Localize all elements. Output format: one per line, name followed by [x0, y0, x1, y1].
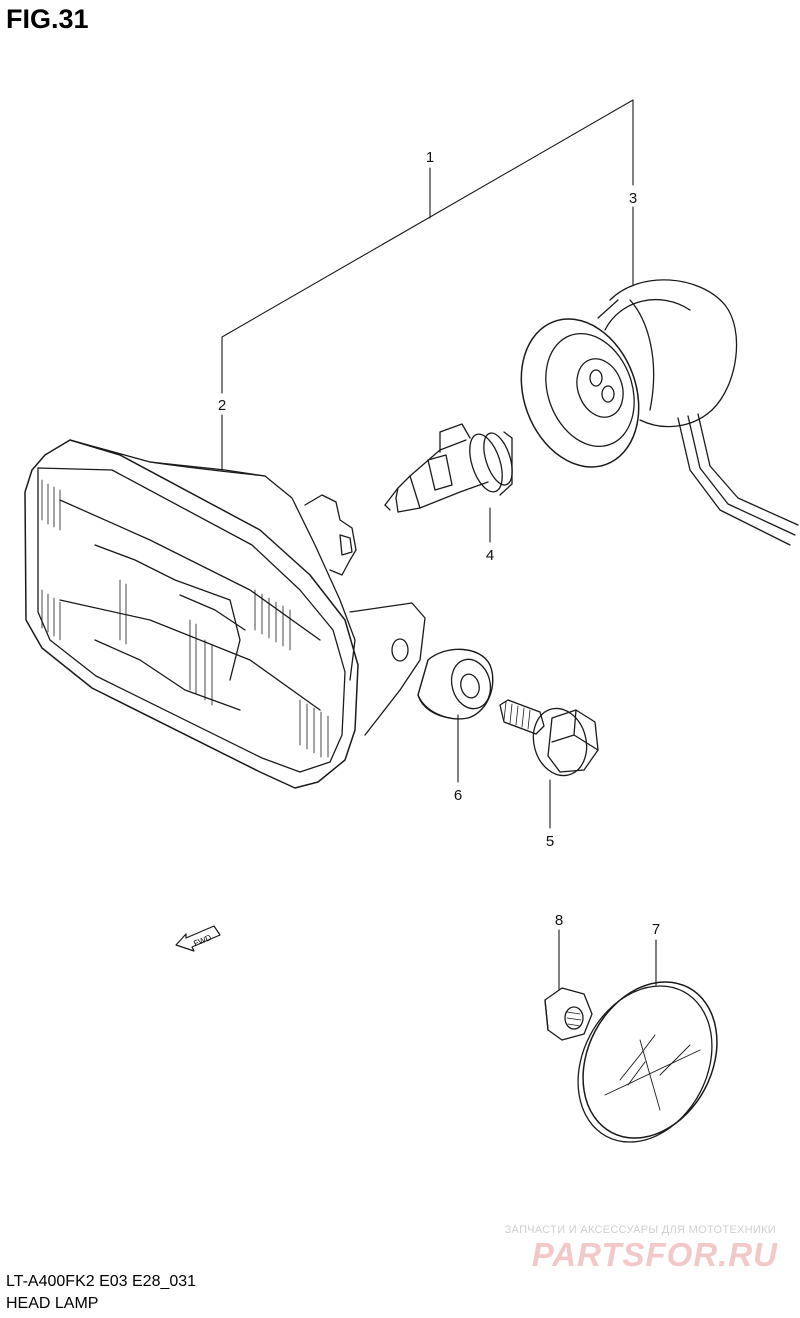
fwd-arrow-icon: FWD [175, 925, 221, 952]
callout-3: 3 [629, 190, 637, 207]
callout-labels: 1 2 3 4 5 6 7 8 [218, 149, 660, 938]
callout-2: 2 [218, 397, 226, 414]
leader-lines [221, 99, 657, 991]
head-lamp-housing [24, 439, 426, 789]
bulb-socket [520, 279, 799, 546]
nut [544, 987, 593, 1041]
cover-cap [577, 981, 718, 1143]
watermark-tagline: ЗАПЧАСТИ И АКСЕССУАРЫ ДЛЯ МОТОТЕХНИКИ [504, 1224, 776, 1236]
fwd-label: FWD [192, 933, 212, 948]
grommet [417, 648, 494, 720]
callout-7: 7 [652, 921, 660, 938]
figure-title: FIG.31 [6, 4, 89, 34]
callout-6: 6 [454, 787, 462, 804]
watermark-logo: PARTSFOR.RU [531, 1236, 778, 1273]
callout-4: 4 [486, 547, 494, 564]
figure-caption: HEAD LAMP [6, 1295, 99, 1312]
bolt [499, 699, 599, 777]
callout-5: 5 [546, 833, 554, 850]
model-code: LT-A400FK2 E03 E28_031 [6, 1273, 197, 1290]
callout-1: 1 [426, 149, 434, 166]
callout-8: 8 [555, 912, 563, 929]
bulb [384, 423, 513, 513]
